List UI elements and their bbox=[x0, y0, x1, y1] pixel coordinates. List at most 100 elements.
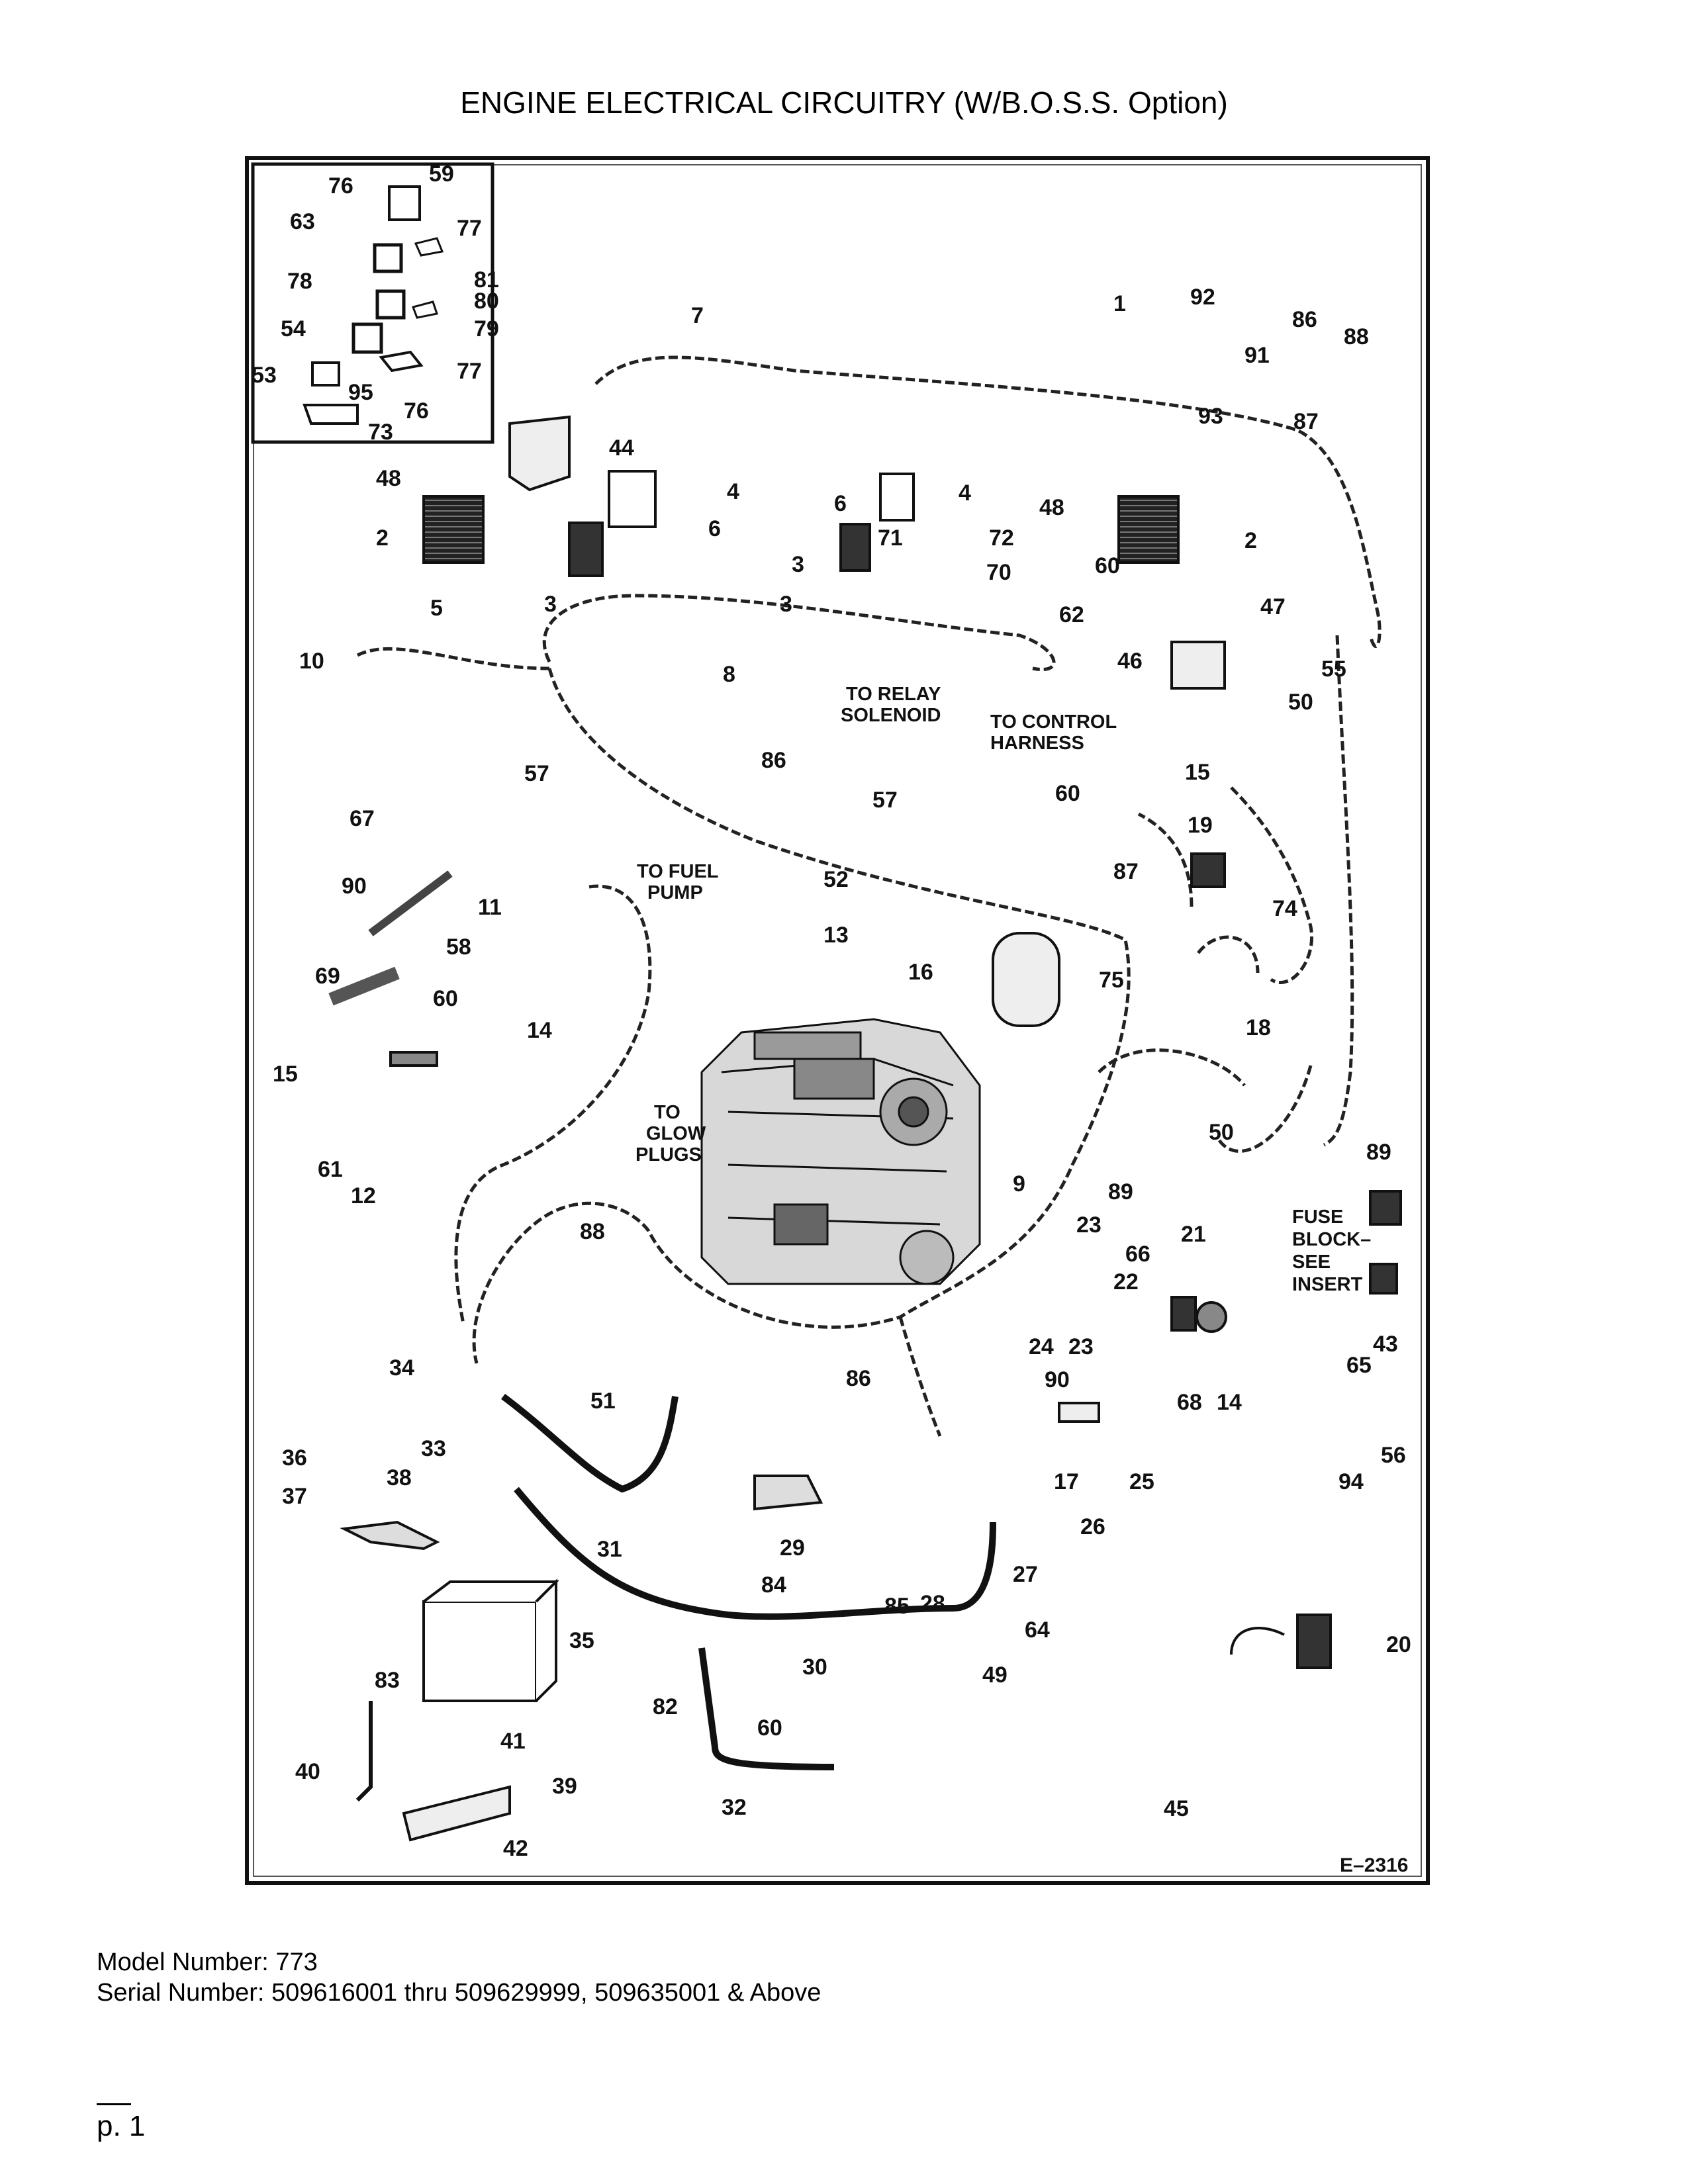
callout-60: 60 bbox=[1095, 553, 1120, 578]
callout-74: 74 bbox=[1272, 896, 1297, 921]
callout-73: 73 bbox=[368, 420, 393, 445]
callout-46: 46 bbox=[1117, 649, 1143, 674]
callout-3: 3 bbox=[780, 592, 792, 617]
callout-94: 94 bbox=[1338, 1469, 1364, 1494]
diagram-notes: TO RELAY SOLENOID TO CONTROL HARNESS TO … bbox=[635, 684, 1408, 1876]
callout-17: 17 bbox=[1054, 1469, 1079, 1494]
callout-52: 52 bbox=[823, 867, 849, 892]
callout-29: 29 bbox=[780, 1535, 805, 1561]
callout-86: 86 bbox=[846, 1366, 871, 1391]
callout-10: 10 bbox=[299, 649, 324, 674]
note-fuse-block-4: INSERT bbox=[1292, 1274, 1363, 1295]
callout-9: 9 bbox=[1013, 1171, 1025, 1197]
callout-75: 75 bbox=[1099, 968, 1124, 993]
callout-87: 87 bbox=[1113, 859, 1139, 884]
callout-2: 2 bbox=[376, 525, 389, 551]
callout-65: 65 bbox=[1346, 1353, 1372, 1378]
callout-34: 34 bbox=[389, 1355, 414, 1381]
callout-4: 4 bbox=[959, 480, 971, 506]
note-fuse-block-2: BLOCK– bbox=[1292, 1229, 1371, 1250]
callout-77: 77 bbox=[457, 359, 482, 384]
callout-67: 67 bbox=[350, 806, 375, 831]
callout-80: 80 bbox=[474, 289, 499, 314]
page-number: p. 1 bbox=[97, 2110, 146, 2142]
callout-62: 62 bbox=[1059, 602, 1084, 627]
note-to-control-2: HARNESS bbox=[990, 733, 1084, 754]
callout-60: 60 bbox=[433, 986, 458, 1011]
callout-66: 66 bbox=[1125, 1242, 1150, 1267]
components bbox=[328, 415, 1402, 1842]
callout-89: 89 bbox=[1366, 1140, 1391, 1165]
callout-4: 4 bbox=[727, 479, 739, 504]
callout-57: 57 bbox=[524, 761, 549, 786]
callout-13: 13 bbox=[823, 923, 849, 948]
note-fuse-block-3: SEE bbox=[1292, 1251, 1331, 1273]
callout-82: 82 bbox=[653, 1694, 678, 1719]
callout-30: 30 bbox=[802, 1655, 827, 1680]
callout-71: 71 bbox=[878, 525, 903, 551]
callout-38: 38 bbox=[387, 1465, 412, 1490]
callout-3: 3 bbox=[544, 592, 557, 617]
callout-76: 76 bbox=[328, 173, 353, 199]
callout-60: 60 bbox=[1055, 781, 1080, 806]
callout-22: 22 bbox=[1113, 1269, 1139, 1295]
callout-15: 15 bbox=[1185, 760, 1210, 785]
callout-12: 12 bbox=[351, 1183, 376, 1208]
callout-88: 88 bbox=[1344, 324, 1369, 349]
callout-84: 84 bbox=[761, 1572, 786, 1598]
callout-93: 93 bbox=[1198, 404, 1223, 429]
callout-14: 14 bbox=[1217, 1390, 1242, 1415]
callout-89: 89 bbox=[1108, 1179, 1133, 1205]
callout-72: 72 bbox=[989, 525, 1014, 551]
callout-33: 33 bbox=[421, 1436, 446, 1461]
callout-15: 15 bbox=[273, 1062, 298, 1087]
note-fuse-block-1: FUSE bbox=[1292, 1206, 1343, 1228]
callout-42: 42 bbox=[503, 1836, 528, 1861]
fuse-block-insert bbox=[251, 162, 494, 444]
engine-block bbox=[700, 1018, 981, 1285]
main-harness bbox=[356, 355, 1382, 1437]
callout-53: 53 bbox=[252, 363, 277, 388]
callout-44: 44 bbox=[609, 435, 634, 461]
callout-64: 64 bbox=[1025, 1617, 1050, 1643]
callout-39: 39 bbox=[552, 1774, 577, 1799]
callout-48: 48 bbox=[376, 466, 401, 491]
callout-16: 16 bbox=[908, 960, 933, 985]
callout-90: 90 bbox=[1045, 1367, 1070, 1392]
callout-70: 70 bbox=[986, 560, 1011, 585]
callout-26: 26 bbox=[1080, 1514, 1105, 1539]
page-title: ENGINE ELECTRICAL CIRCUITRY (W/B.O.S.S. … bbox=[460, 85, 1228, 120]
callout-50: 50 bbox=[1209, 1120, 1234, 1145]
callout-77: 77 bbox=[457, 216, 482, 241]
callout-6: 6 bbox=[708, 516, 721, 541]
callout-27: 27 bbox=[1013, 1562, 1038, 1587]
callout-23: 23 bbox=[1076, 1212, 1102, 1238]
note-to-fuel-pump-2: PUMP bbox=[647, 882, 703, 903]
callout-59: 59 bbox=[429, 161, 454, 187]
callout-50: 50 bbox=[1288, 690, 1313, 715]
callout-51: 51 bbox=[590, 1388, 616, 1414]
callout-32: 32 bbox=[722, 1795, 747, 1820]
note-to-glow-plugs-1: TO bbox=[654, 1102, 680, 1123]
callout-69: 69 bbox=[315, 964, 340, 989]
page-separator bbox=[97, 2103, 131, 2105]
serial-number: Serial Number: 509616001 thru 509629999,… bbox=[97, 1979, 821, 2007]
callout-49: 49 bbox=[982, 1662, 1008, 1688]
note-to-control-1: TO CONTROL bbox=[990, 711, 1117, 733]
callout-6: 6 bbox=[834, 491, 847, 516]
callout-56: 56 bbox=[1381, 1443, 1406, 1468]
callout-61: 61 bbox=[318, 1157, 343, 1182]
callout-83: 83 bbox=[375, 1668, 400, 1693]
callout-20: 20 bbox=[1386, 1632, 1411, 1657]
figure-id: E–2316 bbox=[1340, 1854, 1408, 1876]
callout-86: 86 bbox=[1292, 307, 1317, 332]
model-number: Model Number: 773 bbox=[97, 1948, 318, 1976]
callout-88: 88 bbox=[580, 1219, 605, 1244]
callout-90: 90 bbox=[342, 874, 367, 899]
callout-40: 40 bbox=[295, 1759, 320, 1784]
callout-87: 87 bbox=[1293, 409, 1319, 434]
callout-85: 85 bbox=[884, 1594, 910, 1619]
callout-92: 92 bbox=[1190, 285, 1215, 310]
